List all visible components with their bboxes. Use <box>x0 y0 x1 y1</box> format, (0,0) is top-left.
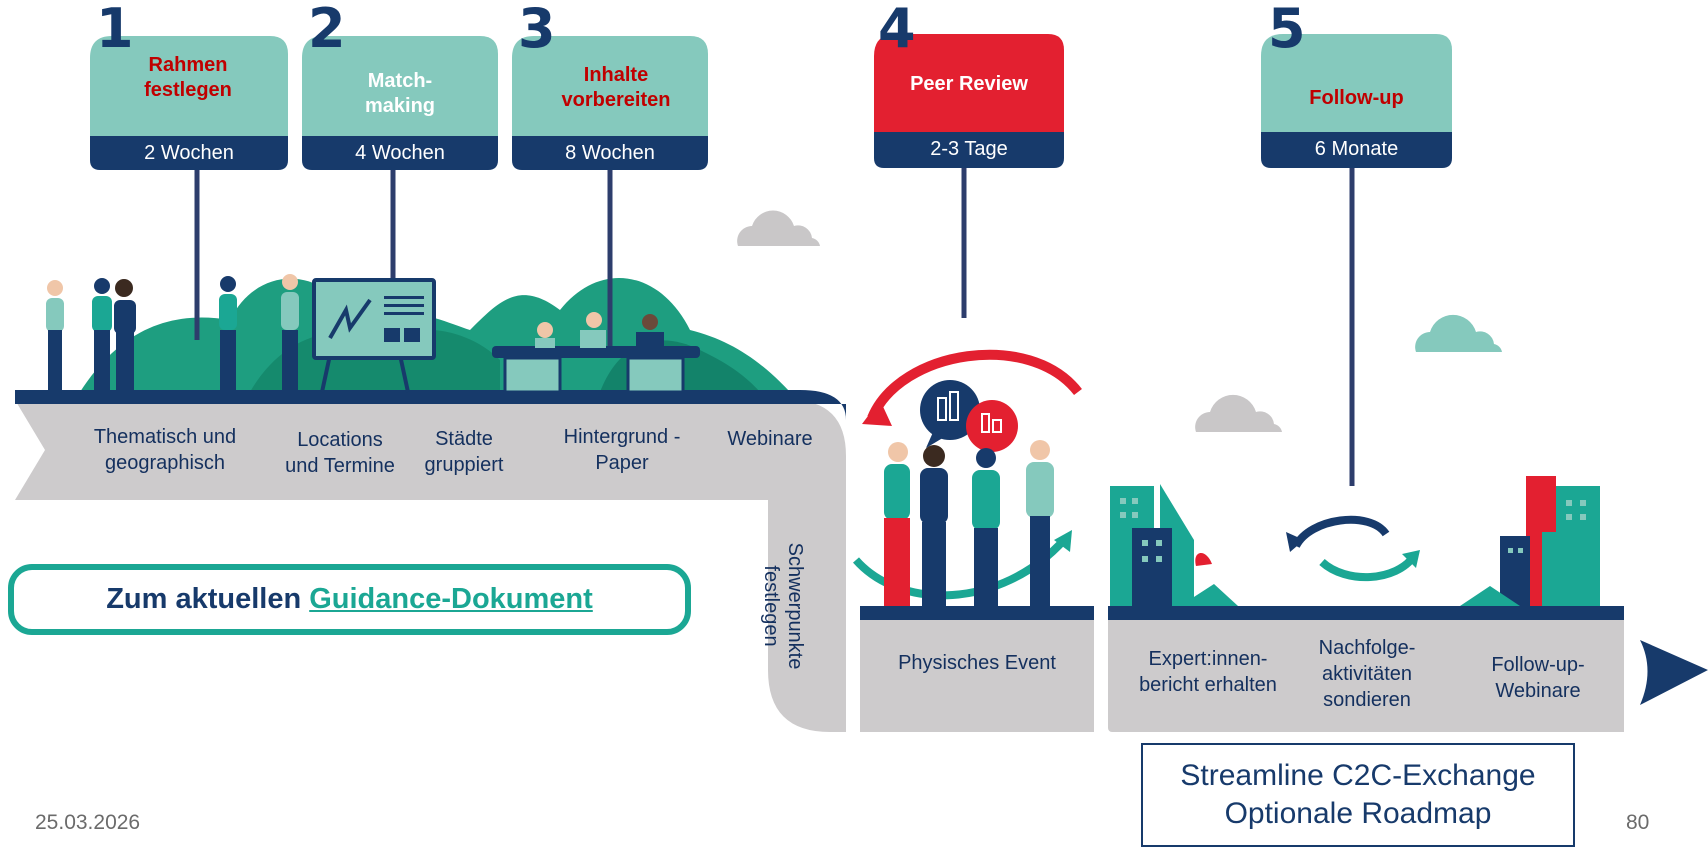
guidance-box: Zum aktuellen Guidance-Dokument <box>8 564 691 635</box>
people-illustration <box>853 440 1072 606</box>
cycle-arrows-icon <box>1286 515 1420 582</box>
step-title-matchmaking: Match-making <box>364 70 436 117</box>
legend-line-2: Optionale Roadmap <box>1224 797 1492 830</box>
guidance-document-link[interactable]: Guidance-Dokument <box>309 583 593 615</box>
step-cards <box>90 34 1452 170</box>
step-duration-1: 2 Wochen <box>144 141 234 164</box>
step-title-peer-review: Peer Review <box>910 72 1028 95</box>
city-buildings-illustration <box>1110 484 1238 606</box>
meeting-desk-illustration <box>492 312 700 394</box>
step-number-4: 4 <box>878 0 916 60</box>
cloud-icon <box>737 210 820 246</box>
presentation-board-icon <box>312 278 436 393</box>
stage-label-staedte: Städte gruppiert <box>424 428 504 476</box>
stage-label-physisches-event: Physisches Event <box>898 652 1056 674</box>
stage-label-locations: Locations und Termine <box>285 429 395 477</box>
step-number-5: 5 <box>1268 0 1306 60</box>
step-duration-2: 4 Wochen <box>355 141 445 164</box>
stage-label-schwerpunkte: Schwerpunkte festlegen <box>760 542 806 670</box>
timeline-arrow-icon <box>1640 640 1708 705</box>
step-number-1: 1 <box>96 0 134 60</box>
page-number: 80 <box>1626 811 1650 834</box>
people-illustration <box>46 274 299 392</box>
stage-label-followup-webinare: Follow-up-Webinare <box>1491 654 1585 702</box>
stage-label-nachfolge: Nachfolge-aktivitäten sondieren <box>1318 637 1416 711</box>
timeline-band <box>15 390 1624 732</box>
step-title-rahmen: Rahmen festlegen <box>144 54 232 101</box>
step-number-2: 2 <box>308 0 346 60</box>
step-duration-4: 2-3 Tage <box>930 137 1008 160</box>
cloud-icon <box>1195 394 1282 432</box>
city-buildings-illustration <box>1460 476 1600 606</box>
cloud-icon <box>1415 314 1502 352</box>
roadmap-legend-box: Streamline C2C-Exchange Optionale Roadma… <box>1141 743 1575 847</box>
speech-bubble-city-icon <box>862 349 1082 452</box>
step-duration-5: 6 Monate <box>1314 137 1399 160</box>
guidance-prefix: Zum aktuellen <box>106 583 302 615</box>
step-title-inhalte: Inhalte vorbereiten <box>561 64 671 111</box>
card-poles <box>194 166 1355 486</box>
legend-line-1: Streamline C2C-Exchange <box>1180 759 1536 792</box>
stage-label-webinare: Webinare <box>727 428 813 450</box>
step-title-follow-up: Follow-up <box>1309 86 1404 109</box>
stage-label-expertinnen: Expert:innen-bericht erhalten <box>1139 648 1277 696</box>
stage-label-thematisch: Thematisch und geographisch <box>93 426 237 474</box>
step-number-3: 3 <box>518 0 556 60</box>
step-duration-3: 8 Wochen <box>565 141 655 164</box>
stage-label-hintergrund: Hintergrund -Paper <box>563 426 681 474</box>
footer-date: 25.03.2026 <box>35 811 141 834</box>
